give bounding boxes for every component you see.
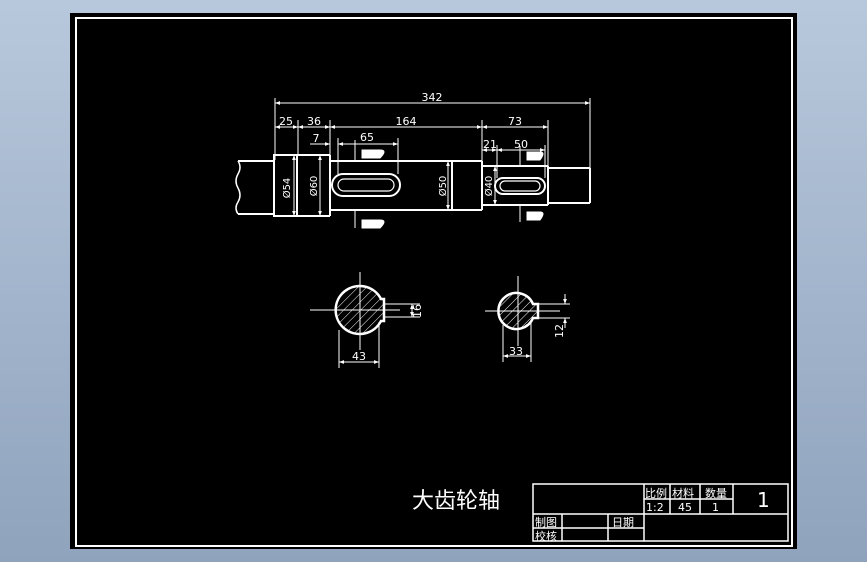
dimension-labels: 342 25 36 164 73 7 65 21 50 Ø54 Ø60 Ø50 … — [279, 91, 528, 198]
quantity-value: 1 — [712, 501, 719, 514]
dim-65: 65 — [360, 131, 374, 144]
title-block — [532, 483, 789, 542]
dim-50: 50 — [514, 138, 528, 151]
section-b-labels: 33 12 — [509, 324, 566, 358]
scale-value: 1:2 — [646, 501, 664, 514]
dia-60: Ø60 — [308, 176, 320, 197]
section-view-b — [485, 276, 570, 362]
dim-164: 164 — [396, 115, 417, 128]
dim-25: 25 — [279, 115, 293, 128]
shaft-front-view — [235, 140, 591, 229]
section-a-width: 43 — [352, 350, 366, 363]
drawn-by-label: 制图 — [535, 516, 557, 529]
material-label: 材料 — [672, 486, 694, 500]
dim-overall-length: 342 — [422, 91, 443, 104]
scale-label: 比例 — [645, 486, 667, 500]
sheet-border — [75, 17, 793, 547]
checked-by-label: 校核 — [535, 529, 557, 543]
sheet-number: 1 — [757, 488, 770, 512]
section-b-width: 33 — [509, 345, 523, 358]
section-view-a — [310, 272, 420, 368]
dim-7: 7 — [313, 132, 320, 145]
dia-50: Ø50 — [437, 176, 449, 197]
shaft-break-left — [235, 160, 241, 215]
section-a-keyway: 16 — [411, 304, 424, 318]
dim-36: 36 — [307, 115, 321, 128]
horizontal-dimensions — [274, 98, 591, 178]
section-cut-marker-b-bottom — [519, 205, 544, 222]
dia-54: Ø54 — [281, 178, 293, 199]
date-label: 日期 — [612, 516, 634, 529]
section-b-outline — [497, 291, 540, 331]
diameter-lines — [292, 155, 497, 216]
dim-21: 21 — [483, 138, 497, 151]
material-value: 45 — [678, 501, 692, 514]
section-a-labels: 43 16 — [352, 304, 424, 363]
title-block-text: 比例 材料 数量 1:2 45 1 1 制图 日期 校核 — [535, 486, 770, 543]
dia-40: Ø40 — [483, 176, 495, 197]
section-cut-marker-a-bottom — [354, 210, 385, 229]
drawing-title: 大齿轮轴 — [412, 489, 500, 514]
section-a-outline — [334, 284, 386, 336]
keyway-left — [331, 173, 401, 197]
dim-73: 73 — [508, 115, 522, 128]
quantity-label: 数量 — [705, 487, 727, 500]
section-b-keyway: 12 — [553, 324, 566, 338]
